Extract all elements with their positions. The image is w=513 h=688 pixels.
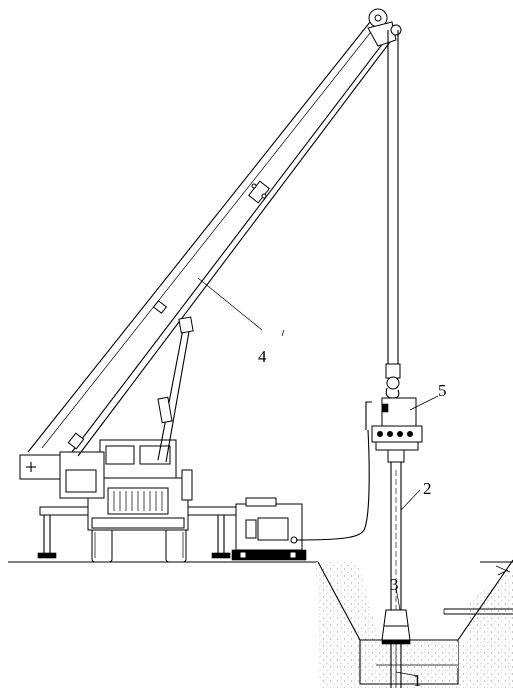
crane-truck: [19, 439, 237, 563]
power-unit: [231, 497, 307, 561]
excavation-pit: [316, 559, 513, 688]
callout-5: 5: [438, 381, 447, 400]
pile-driver-head: [365, 397, 423, 463]
callout-2: 2: [423, 479, 432, 498]
power-cable: [295, 429, 370, 541]
callout-1: 1: [413, 671, 422, 688]
callout-leaders: [197, 277, 439, 677]
callout-4: 4: [258, 347, 267, 366]
hoist-line: [385, 30, 401, 399]
crane-boom: [27, 8, 402, 463]
callout-3: 3: [390, 575, 399, 594]
pile-guide-collar: [381, 609, 411, 645]
